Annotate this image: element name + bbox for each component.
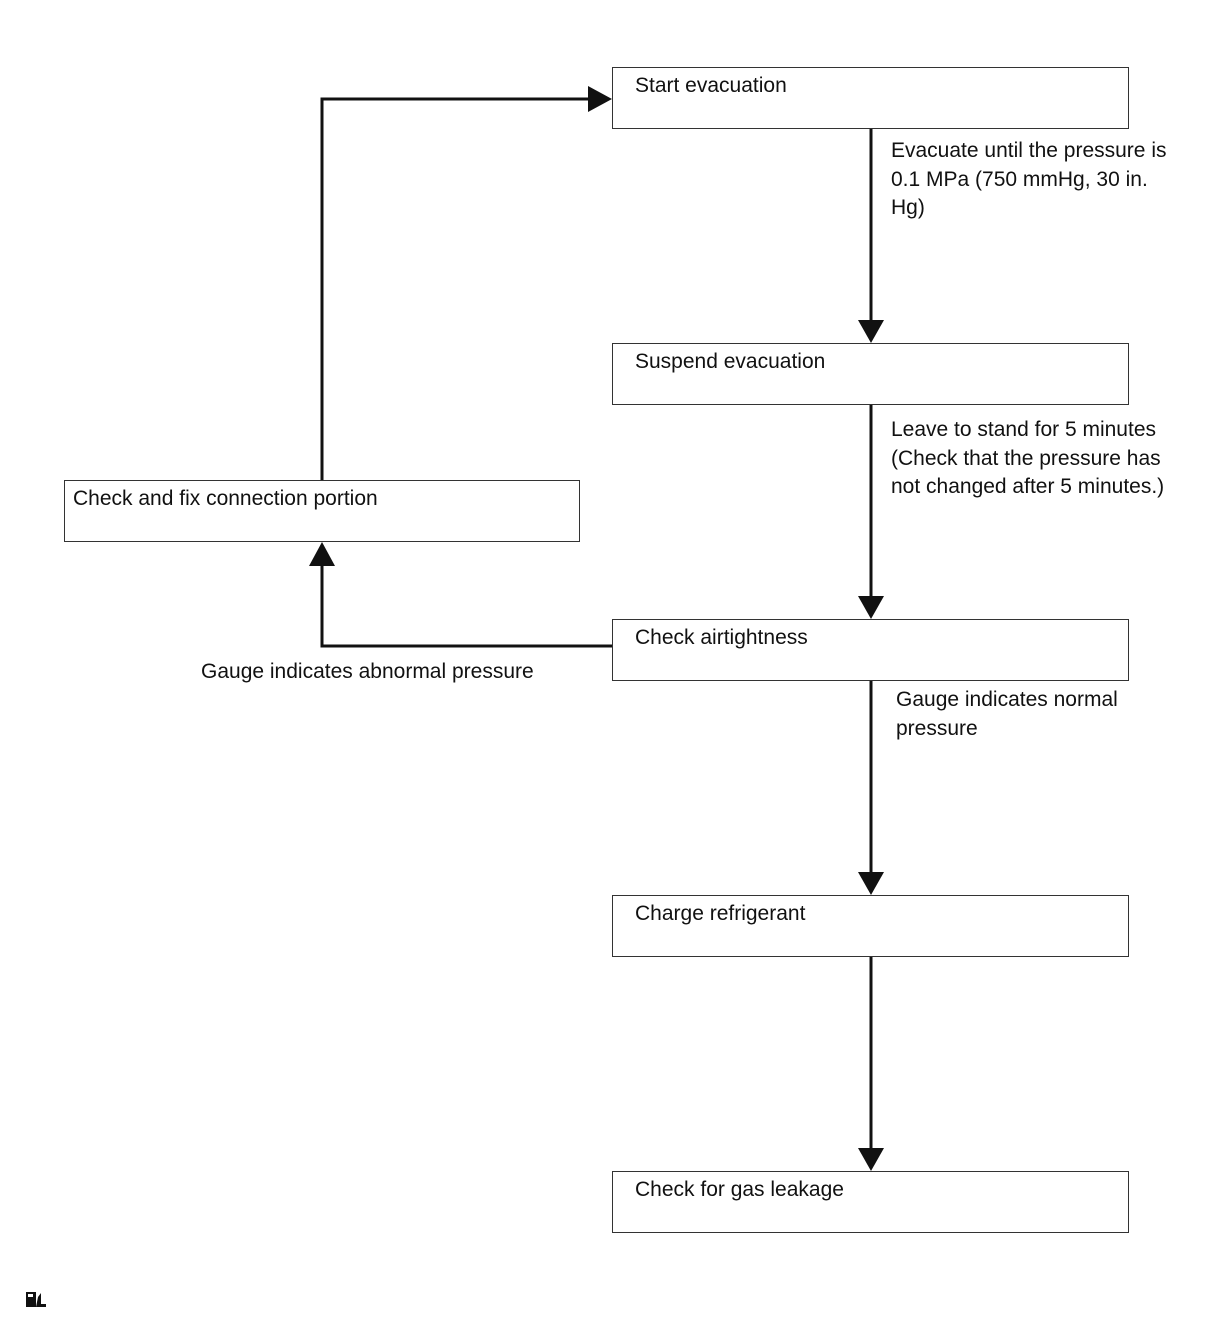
- annotation-line: 0.1 MPa (750 mmHg, 30 in.: [891, 167, 1148, 191]
- annotation-line: Hg): [891, 196, 925, 219]
- connector-fix-to-start: [320, 97, 590, 480]
- annotation-line: Gauge indicates normal: [896, 688, 1118, 711]
- arrowhead-charge: [858, 872, 884, 895]
- arrowhead-fix: [309, 542, 335, 566]
- annotation-line: pressure: [896, 716, 978, 740]
- annotation-line: (Check that the pressure has: [891, 446, 1161, 470]
- annotation-line: Evacuate until the pressure is: [891, 139, 1167, 162]
- step-start-evacuation: Start evacuation: [612, 67, 1129, 129]
- annotation-line: not changed after 5 minutes.): [891, 475, 1165, 498]
- step-label: Check airtightness: [635, 626, 808, 649]
- document-icon: [26, 1292, 46, 1307]
- step-label: Charge refrigerant: [635, 902, 806, 925]
- arrowhead-check: [858, 596, 884, 619]
- step-check-fix-connection: Check and fix connection portion: [64, 480, 580, 542]
- arrowhead-start: [588, 86, 612, 112]
- step-label: Check for gas leakage: [635, 1178, 844, 1201]
- connector-check-to-fix: [320, 565, 612, 648]
- annotation-line: Gauge indicates abnormal pressure: [201, 660, 534, 683]
- annotation-abnormal-pressure: Gauge indicates abnormal pressure: [201, 658, 534, 687]
- step-label: Check and fix connection portion: [73, 487, 378, 510]
- step-suspend-evacuation: Suspend evacuation: [612, 343, 1129, 405]
- step-check-gas-leakage: Check for gas leakage: [612, 1171, 1129, 1233]
- step-check-airtightness: Check airtightness: [612, 619, 1129, 681]
- annotation-evacuate: Evacuate until the pressure is 0.1 MPa (…: [891, 137, 1166, 223]
- arrowhead-leak: [858, 1148, 884, 1171]
- step-label: Suspend evacuation: [635, 350, 826, 373]
- annotation-line: Leave to stand for 5 minutes: [891, 418, 1156, 441]
- arrowhead-suspend: [858, 320, 884, 343]
- annotation-normal-pressure: Gauge indicates normal pressure: [896, 686, 1118, 743]
- annotation-leave-to-stand: Leave to stand for 5 minutes (Check that…: [891, 416, 1164, 502]
- step-label: Start evacuation: [635, 74, 787, 97]
- step-charge-refrigerant: Charge refrigerant: [612, 895, 1129, 957]
